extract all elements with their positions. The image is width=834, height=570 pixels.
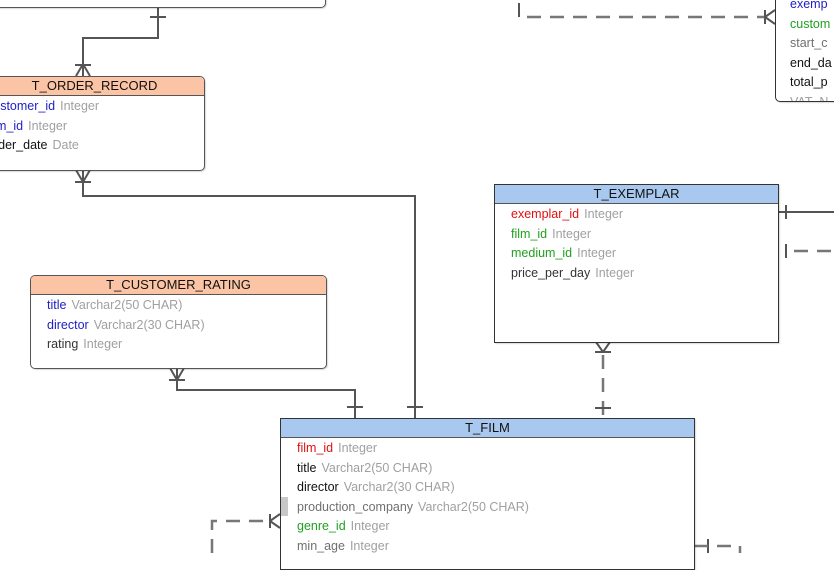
row-selection-marker <box>281 497 288 516</box>
dashed-relation-bottom-left <box>210 519 270 553</box>
crowfoot-marker <box>75 169 91 183</box>
crowfoot-marker <box>75 63 91 77</box>
crowfoot-marker <box>169 367 185 381</box>
relationship-lines <box>75 3 834 553</box>
dashed-relation-bottom-right <box>694 544 742 553</box>
table-title: T_FILM <box>281 419 694 438</box>
table-top-left[interactable] <box>0 0 326 8</box>
crowfoot-marker <box>764 9 776 25</box>
column-name: VAT_N <box>790 94 829 102</box>
table-top-right[interactable]: exemp custom start_c end_da total_p VAT_… <box>775 0 834 102</box>
column-name: custom <box>790 16 831 31</box>
table-title: T_ORDER_RECORD <box>0 77 204 96</box>
relation-line-rating-film <box>176 368 356 418</box>
column-name: start_c <box>790 36 828 51</box>
crowfoot-marker <box>595 341 611 353</box>
column-name: exemp <box>790 0 828 11</box>
table-title: T_EXEMPLAR <box>495 185 778 204</box>
column-name: end_da <box>790 55 832 70</box>
crowfoot-marker <box>269 513 281 529</box>
table-title: T_CUSTOMER_RATING <box>31 276 326 295</box>
relation-line-order-record <box>82 7 159 76</box>
column-name: total_p <box>790 75 828 90</box>
